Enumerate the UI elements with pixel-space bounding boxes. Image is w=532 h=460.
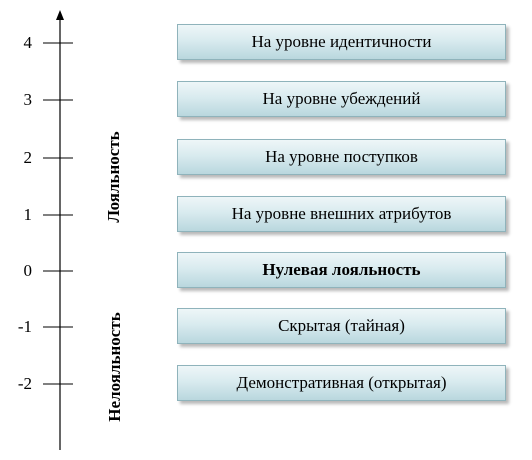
level-actions: На уровне поступков [177,139,506,175]
tick-label-3: 3 [23,90,33,109]
level-beliefs: На уровне убеждений [177,81,506,117]
tick-label-minus-1: -1 [17,317,32,336]
level-zero-loyalty: Нулевая лояльность [177,252,506,288]
level-demonstrative: Демонстративная (открытая) [177,365,506,401]
level-label: На уровне поступков [265,147,418,166]
tick-label-2: 2 [23,148,33,167]
level-identity: На уровне идентичности [177,24,506,60]
level-label: Скрытая (тайная) [278,316,405,335]
axis-arrow-icon [56,10,64,20]
disloyalty-axis-label: Нелояльность [105,312,124,422]
level-hidden: Скрытая (тайная) [177,308,506,344]
level-label: На уровне идентичности [251,32,432,51]
level-label: Нулевая лояльность [262,260,421,279]
loyalty-axis-label: Лояльность [104,131,123,223]
tick-label-0: 0 [23,261,33,280]
tick-label-minus-2: -2 [17,374,32,393]
level-label: На уровне убеждений [262,89,421,108]
level-external-attributes: На уровне внешних атрибутов [177,196,506,232]
level-label: На уровне внешних атрибутов [231,204,452,223]
level-label: Демонстративная (открытая) [236,373,447,392]
tick-label-4: 4 [23,33,33,52]
tick-label-1: 1 [23,205,33,224]
